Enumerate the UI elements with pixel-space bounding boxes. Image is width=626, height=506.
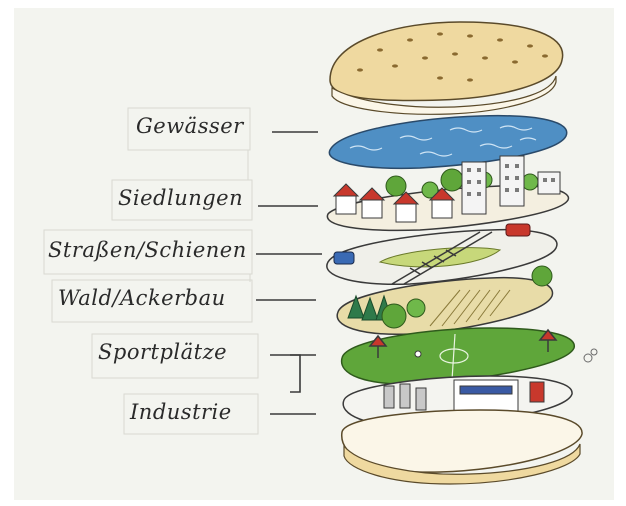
label-strassen-schienen: Straßen/Schienen <box>48 238 247 262</box>
settlements-layer <box>327 156 568 230</box>
roads-rails-layer <box>327 224 557 284</box>
label-gewaesser: Gewässer <box>136 114 244 138</box>
label-frames <box>44 108 258 434</box>
label-sportplaetze: Sportplätze <box>98 340 227 364</box>
leader-lines <box>256 132 322 414</box>
label-industrie: Industrie <box>130 400 232 424</box>
label-wald-ackerbau: Wald/Ackerbau <box>58 286 226 310</box>
top-bun <box>330 22 563 114</box>
water-layer <box>329 116 566 169</box>
label-siedlungen: Siedlungen <box>118 186 243 210</box>
bottom-bun <box>342 410 582 484</box>
